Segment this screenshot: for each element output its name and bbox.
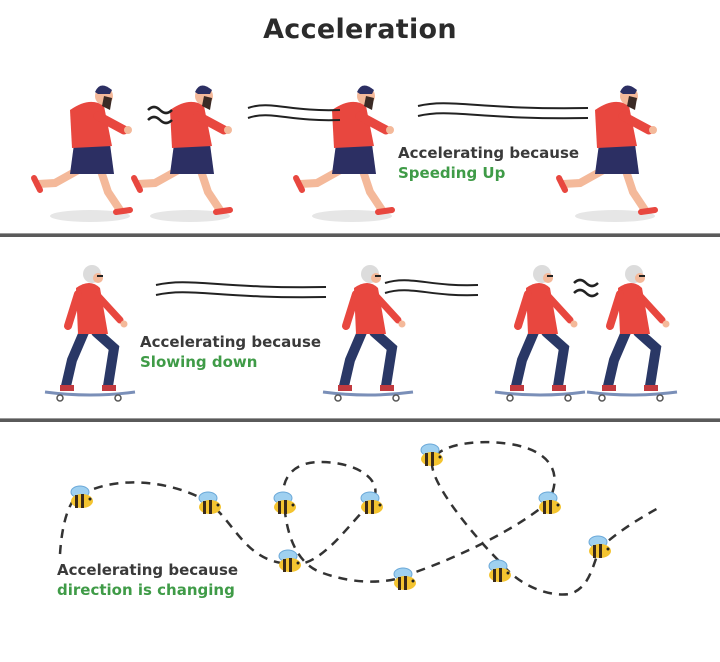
motion-lines-medium: [247, 104, 341, 122]
caption-line-2: Slowing down: [140, 353, 258, 371]
panel-slowing-down: Accelerating because Slowing down: [0, 237, 720, 417]
bee-icon: [70, 485, 94, 509]
bee-icon: [420, 443, 444, 467]
panel-direction-changing: Accelerating because direction is changi…: [0, 422, 720, 662]
motion-lines-long: [155, 281, 327, 299]
bee-icon: [488, 559, 512, 583]
caption-line-1: Accelerating because: [398, 144, 580, 162]
running-men-illustration: [0, 0, 720, 232]
panel-speeding-up: Accelerating because Speeding Up: [0, 0, 720, 232]
runner-figure: [134, 85, 232, 222]
bee-flight-path-illustration: [58, 440, 663, 596]
section-divider: [0, 418, 720, 422]
caption-speeding-up: Accelerating because Speeding Up: [398, 143, 579, 183]
motion-lines-short: [147, 105, 173, 125]
bee-icon: [538, 491, 562, 515]
motion-lines-short: [573, 278, 599, 298]
runner-figure: [34, 85, 132, 222]
caption-line-2: Speeding Up: [398, 164, 506, 182]
caption-line-2: direction is changing: [57, 581, 235, 599]
bee-icon: [273, 491, 297, 515]
section-divider: [0, 233, 720, 237]
caption-slowing-down: Accelerating because Slowing down: [140, 332, 321, 372]
skateboarders-illustration: [0, 237, 720, 417]
caption-line-1: Accelerating because: [57, 561, 239, 579]
skater-figure: [495, 265, 585, 401]
bee-icon: [360, 491, 384, 515]
skater-figure: [587, 265, 677, 401]
bee-icon: [198, 491, 222, 515]
bee-icon: [393, 567, 417, 591]
skater-figure: [323, 265, 413, 401]
bee-icon: [588, 535, 612, 559]
motion-lines-long: [417, 102, 589, 120]
motion-lines-medium: [384, 279, 479, 297]
runner-figure: [296, 85, 394, 222]
bee-icon: [278, 549, 302, 573]
skater-figure: [45, 265, 135, 401]
caption-direction-changing: Accelerating because direction is changi…: [57, 560, 238, 600]
caption-line-1: Accelerating because: [140, 333, 322, 351]
page-title: Acceleration: [263, 14, 457, 45]
